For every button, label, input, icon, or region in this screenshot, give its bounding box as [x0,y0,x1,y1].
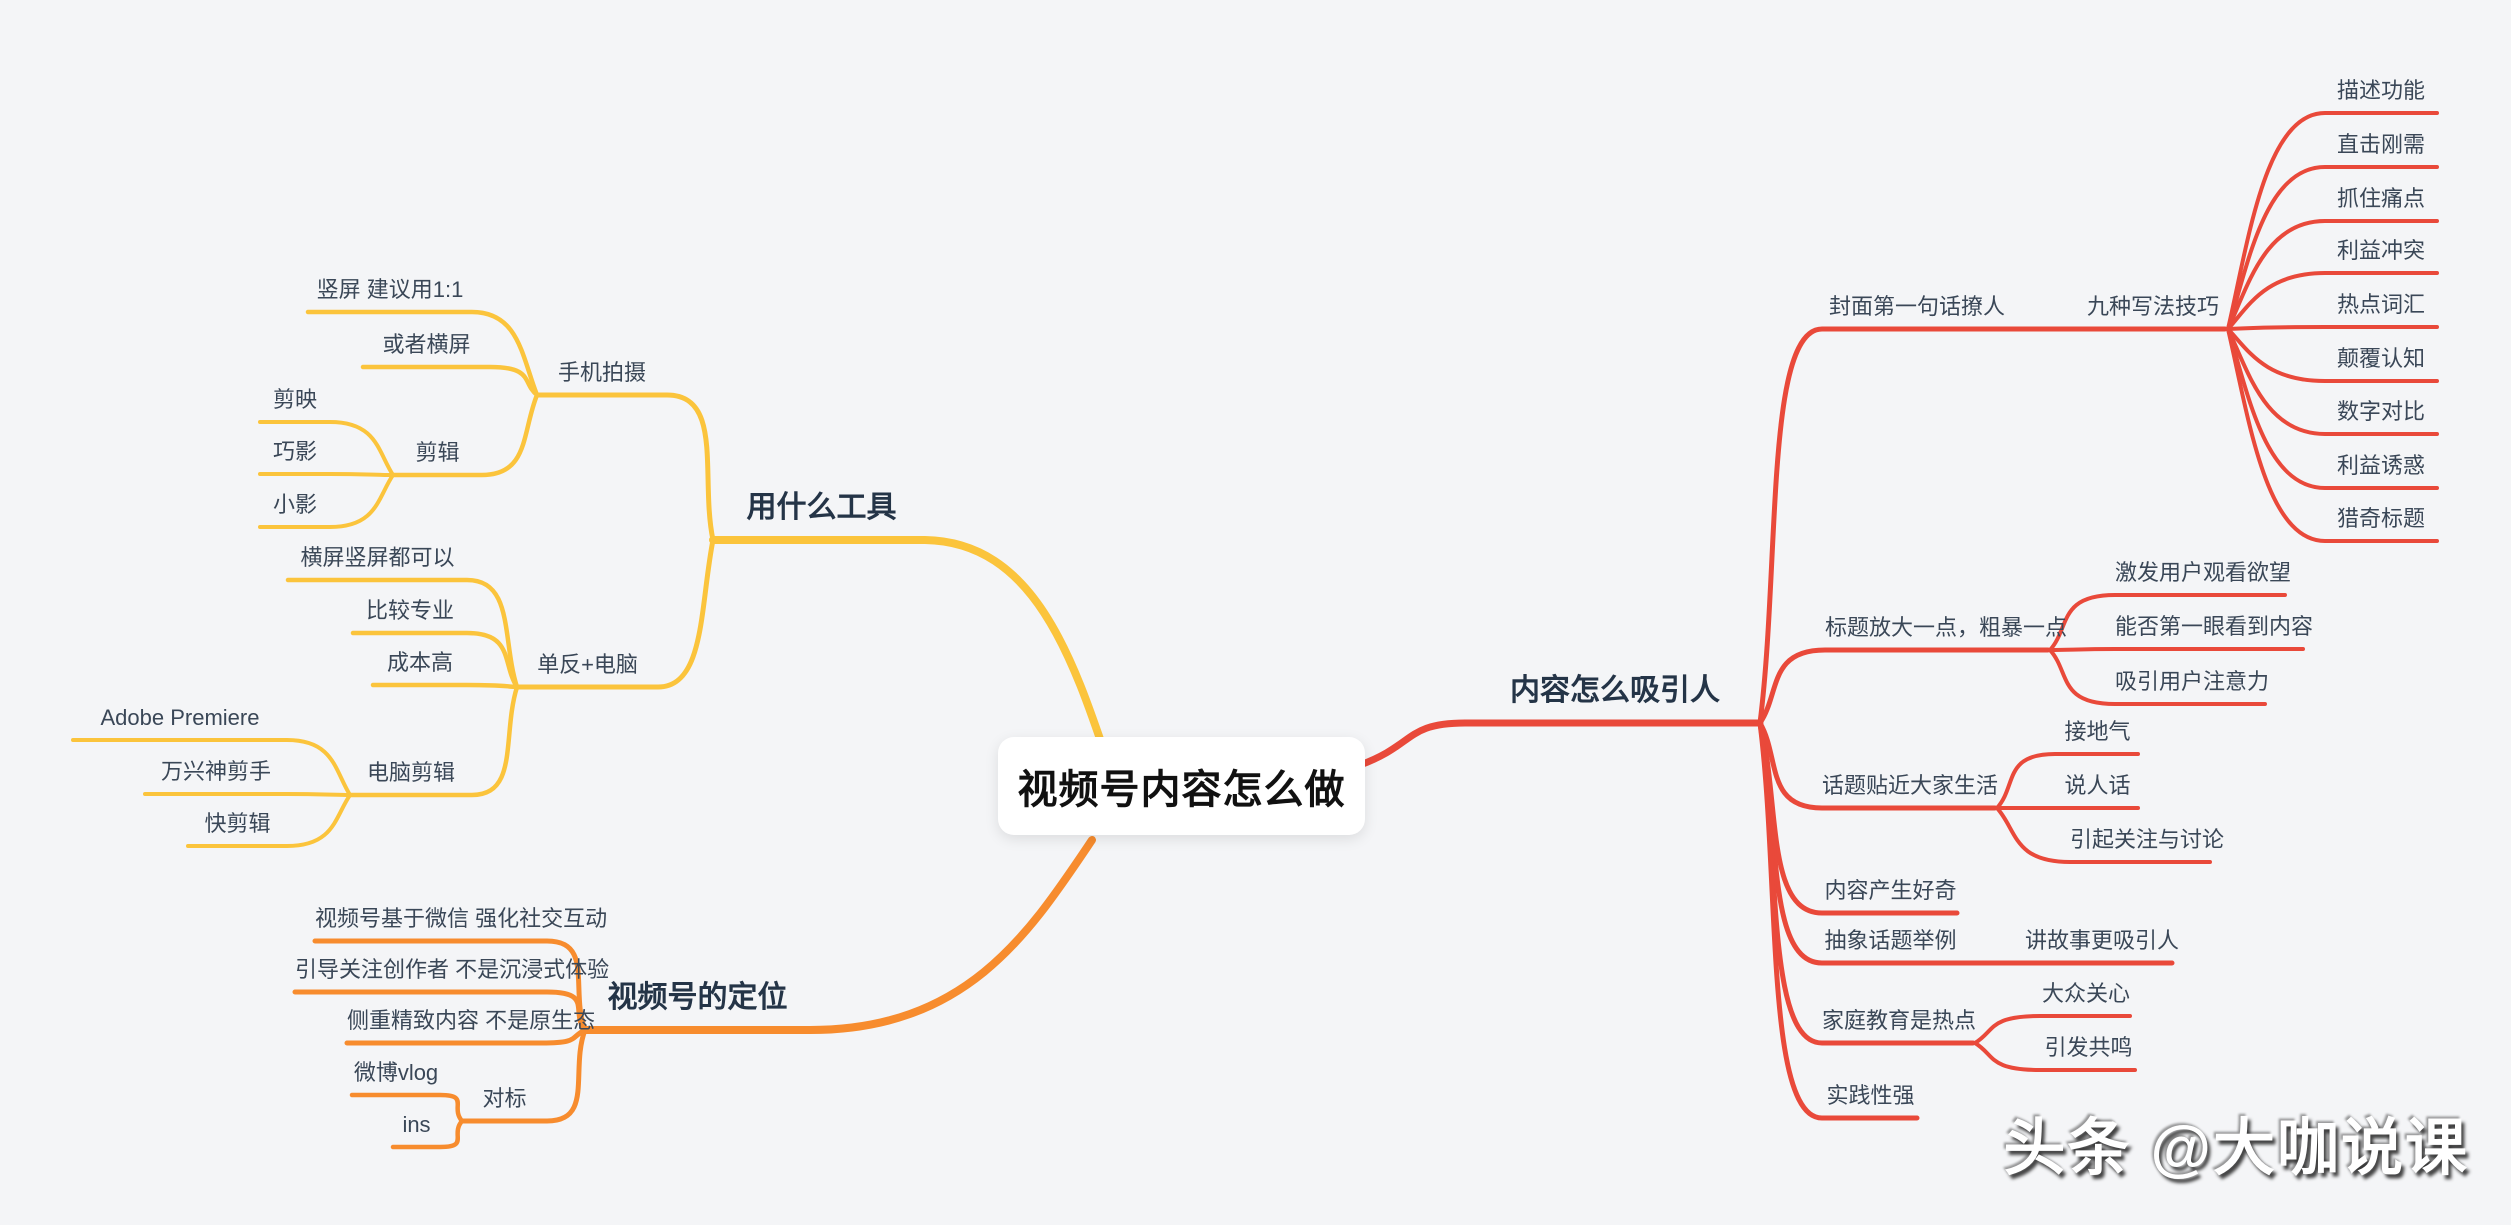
node-horizontal[interactable]: 或者横屏 [382,332,471,357]
branch-line-n7 [2226,327,2439,436]
node-n8[interactable]: 利益诱惑 [2336,453,2425,478]
node-qiaoying[interactable]: 巧影 [272,439,317,464]
branch-line-attract [1356,719,1764,769]
node-practical[interactable]: 实践性强 [1826,1083,1915,1108]
node-nine[interactable]: 九种写法技巧 [2086,294,2219,319]
branch-line-creator [292,989,588,1033]
node-wanxing[interactable]: 万兴神剪手 [160,759,271,784]
node-pcedit[interactable]: 电脑剪辑 [366,760,455,785]
branch-line-attention [2048,648,2267,706]
branch-line-n5 [2226,325,2439,331]
node-resonate[interactable]: 引发共鸣 [2044,1035,2133,1060]
node-n7[interactable]: 数字对比 [2336,399,2425,424]
node-story[interactable]: 讲故事更吸引人 [2025,928,2180,953]
node-ins[interactable]: ins [402,1112,431,1137]
branch-line-both [285,577,520,690]
node-kuai[interactable]: 快剪辑 [204,811,271,836]
node-title-big[interactable]: 标题放大一点，粗暴一点 [1825,615,2068,640]
node-n6[interactable]: 颠覆认知 [2336,346,2425,371]
node-vertical[interactable]: 竖屏 建议用1:1 [316,277,464,302]
branch-line-first-glance [2048,647,2305,652]
branch-line-n3 [2226,219,2439,331]
branch-line-ins [390,1118,465,1150]
node-curiosity[interactable]: 内容产生好奇 [1824,878,1957,903]
central-topic[interactable]: 视频号内容怎么做 [998,737,1365,835]
node-public[interactable]: 大众关心 [2041,981,2130,1006]
branch-line-pro [350,630,520,690]
node-both[interactable]: 横屏竖屏都可以 [300,545,455,570]
node-grounded[interactable]: 接地气 [2064,719,2131,744]
node-attention[interactable]: 吸引用户注意力 [2115,669,2270,694]
node-creator[interactable]: 引导关注创作者 不是沉浸式体验 [295,957,610,982]
branch-line-title-big [1757,647,2051,726]
branch-line-positioning [581,836,1096,1034]
node-life[interactable]: 话题贴近大家生活 [1822,773,1999,798]
branch-line-discuss [1995,806,2212,864]
node-premiere[interactable]: Adobe Premiere [100,705,260,730]
branch-line-n1 [2226,111,2439,331]
branch-line-edit [390,392,540,478]
branch-line-kuai [186,793,352,848]
branch-line-wanxing [143,792,352,797]
branch-line-jianying [258,420,395,477]
node-dslr[interactable]: 单反+电脑 [537,652,638,677]
branch-line-n2 [2226,165,2439,331]
node-refined[interactable]: 侧重精致内容 不是原生态 [347,1008,596,1033]
branch-line-pcedit [347,684,520,798]
branch-line-xiaoying [258,473,395,529]
branch-line-cover [1757,326,2228,726]
node-positioning[interactable]: 视频号的定位 [607,981,788,1014]
node-discuss[interactable]: 引起关注与讨论 [2070,827,2225,852]
branch-line-practical [1757,720,1920,1121]
branch-line-cost [370,682,520,690]
branch-line-weibo [349,1092,465,1124]
branch-line-horizontal [360,364,540,398]
node-attract[interactable]: 内容怎么吸引人 [1510,674,1720,707]
node-n4[interactable]: 利益冲突 [2336,238,2425,263]
node-n2[interactable]: 直击刚需 [2336,132,2425,157]
branch-line-n9 [2226,327,2439,543]
branch-line-refined [344,1027,588,1046]
node-n3[interactable]: 抓住痛点 [2336,186,2425,211]
branch-line-grounded [1995,752,2140,810]
branch-line-qiaoying [258,472,395,477]
node-desire[interactable]: 激发用户观看欲望 [2115,560,2292,585]
node-family[interactable]: 家庭教育是热点 [1822,1008,1977,1033]
branch-line-dslr [514,537,716,690]
branch-line-benchmark [459,1027,588,1124]
node-pro[interactable]: 比较专业 [365,598,454,623]
branch-line-public [1973,1014,2132,1045]
node-n5[interactable]: 热点词汇 [2336,292,2425,317]
branch-line-n4 [2226,271,2439,331]
branch-line-premiere [71,738,352,797]
branch-line-resonate [1973,1041,2137,1072]
node-benchmark[interactable]: 对标 [482,1086,527,1111]
node-tools[interactable]: 用什么工具 [746,491,897,524]
branch-line-vertical [305,309,540,398]
node-phone[interactable]: 手机拍摄 [557,360,646,385]
node-n1[interactable]: 描述功能 [2336,78,2425,103]
branch-line-life [1757,720,1998,811]
node-first-glance[interactable]: 能否第一眼看到内容 [2115,614,2314,639]
node-cost[interactable]: 成本高 [386,650,453,675]
node-wechat[interactable]: 视频号基于微信 强化社交互动 [315,906,608,931]
node-jianying[interactable]: 剪映 [272,387,317,412]
watermark-text: 头条 @大咖说课 [2003,1114,2469,1183]
branch-line-desire [2048,593,2287,652]
node-abstract[interactable]: 抽象话题举例 [1824,928,1957,953]
node-weibo[interactable]: 微博vlog [353,1060,439,1085]
node-xiaoying[interactable]: 小影 [272,492,317,517]
node-edit[interactable]: 剪辑 [415,440,460,465]
node-human[interactable]: 说人话 [2064,773,2131,798]
branch-line-n6 [2226,327,2439,383]
node-n9[interactable]: 猎奇标题 [2336,506,2425,531]
branch-line-phone [534,392,716,543]
node-cover[interactable]: 封面第一句话撩人 [1828,294,2005,319]
